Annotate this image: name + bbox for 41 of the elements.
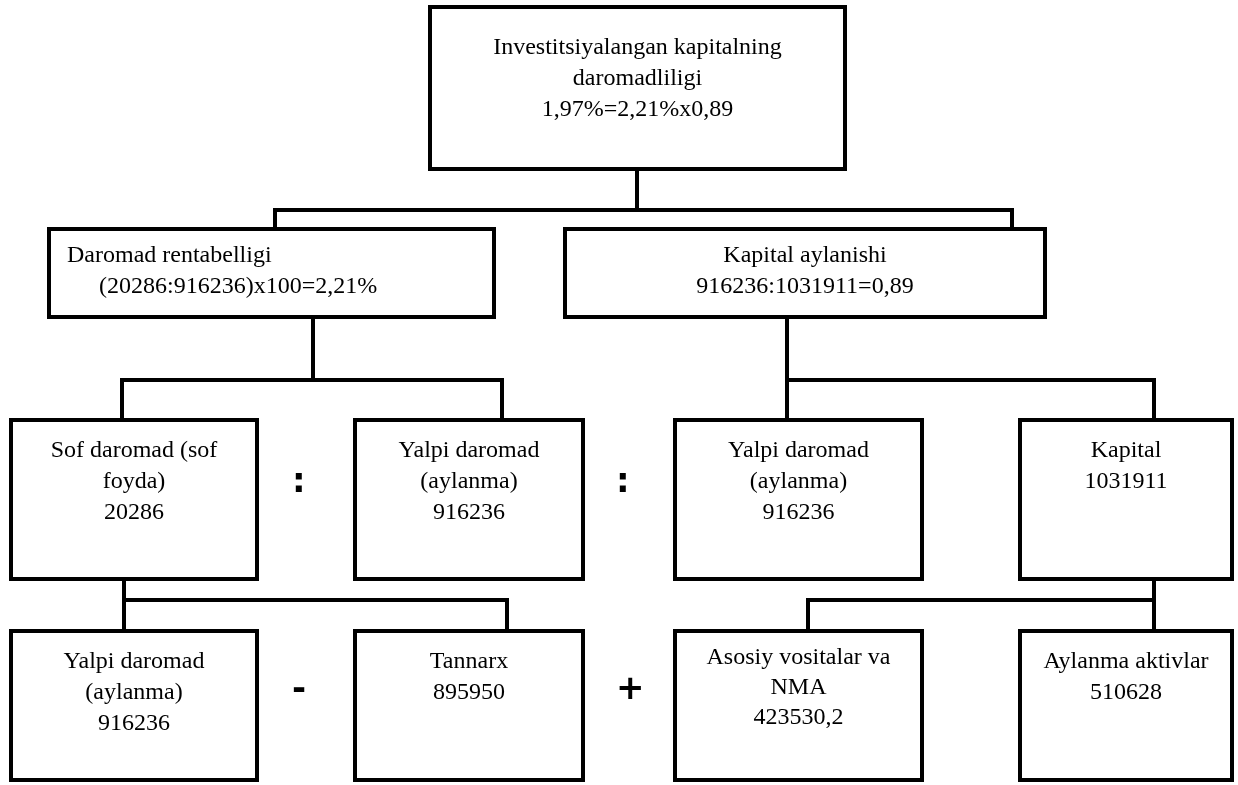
- box-text: 20286: [103, 497, 165, 526]
- box-text: Aylanma aktivlar: [1042, 646, 1210, 675]
- box-text: Investitsiyalangan kapitalning daromadliligi: [492, 32, 783, 92]
- box-text: 916236: [97, 708, 171, 737]
- box-text: (20286:916236)x100=2,21%: [99, 271, 379, 300]
- process-box: [1018, 418, 1234, 581]
- box-text: Yalpi daromad (aylanma): [727, 435, 870, 495]
- box-text: 423530,2: [752, 702, 845, 731]
- connector-line: [1152, 581, 1156, 629]
- box-text: Kapital aylanishi: [722, 240, 888, 269]
- box-text: Sof daromad (sof foyda): [49, 435, 219, 495]
- process-box: [353, 629, 585, 782]
- box-text: Tannarx: [428, 646, 510, 675]
- box-text: 1,97%=2,21%x0,89: [540, 94, 735, 123]
- operator-sign: :: [616, 463, 630, 497]
- operator-sign: +: [616, 670, 645, 704]
- operator-sign: :: [292, 463, 306, 497]
- process-box: [9, 418, 259, 581]
- box-text: 895950: [432, 677, 506, 706]
- connector-line: [311, 319, 504, 418]
- connector-line: [122, 581, 509, 629]
- box-text: Asosiy vositalar va NMA: [705, 642, 892, 701]
- box-text: Kapital: [1089, 435, 1163, 464]
- box-text: Daromad rentabelligi: [67, 240, 273, 269]
- connector-line: [785, 319, 1156, 418]
- process-box: [9, 629, 259, 782]
- box-text: Yalpi daromad (aylanma): [397, 435, 541, 495]
- box-text: 916236: [761, 497, 836, 526]
- process-box: [1018, 629, 1234, 782]
- process-box: [563, 227, 1047, 319]
- process-box: [673, 418, 924, 581]
- process-box: [673, 629, 924, 782]
- operator-sign: -: [292, 670, 307, 704]
- process-box: [353, 418, 585, 581]
- box-text: Yalpi daromad (aylanma): [62, 646, 206, 706]
- box-text: 916236:1031911=0,89: [695, 271, 915, 300]
- box-text: 916236: [432, 497, 506, 526]
- box-text: 1031911: [1083, 466, 1169, 495]
- process-box: [47, 227, 496, 319]
- box-text: 510628: [1089, 677, 1163, 706]
- process-box: [428, 5, 847, 171]
